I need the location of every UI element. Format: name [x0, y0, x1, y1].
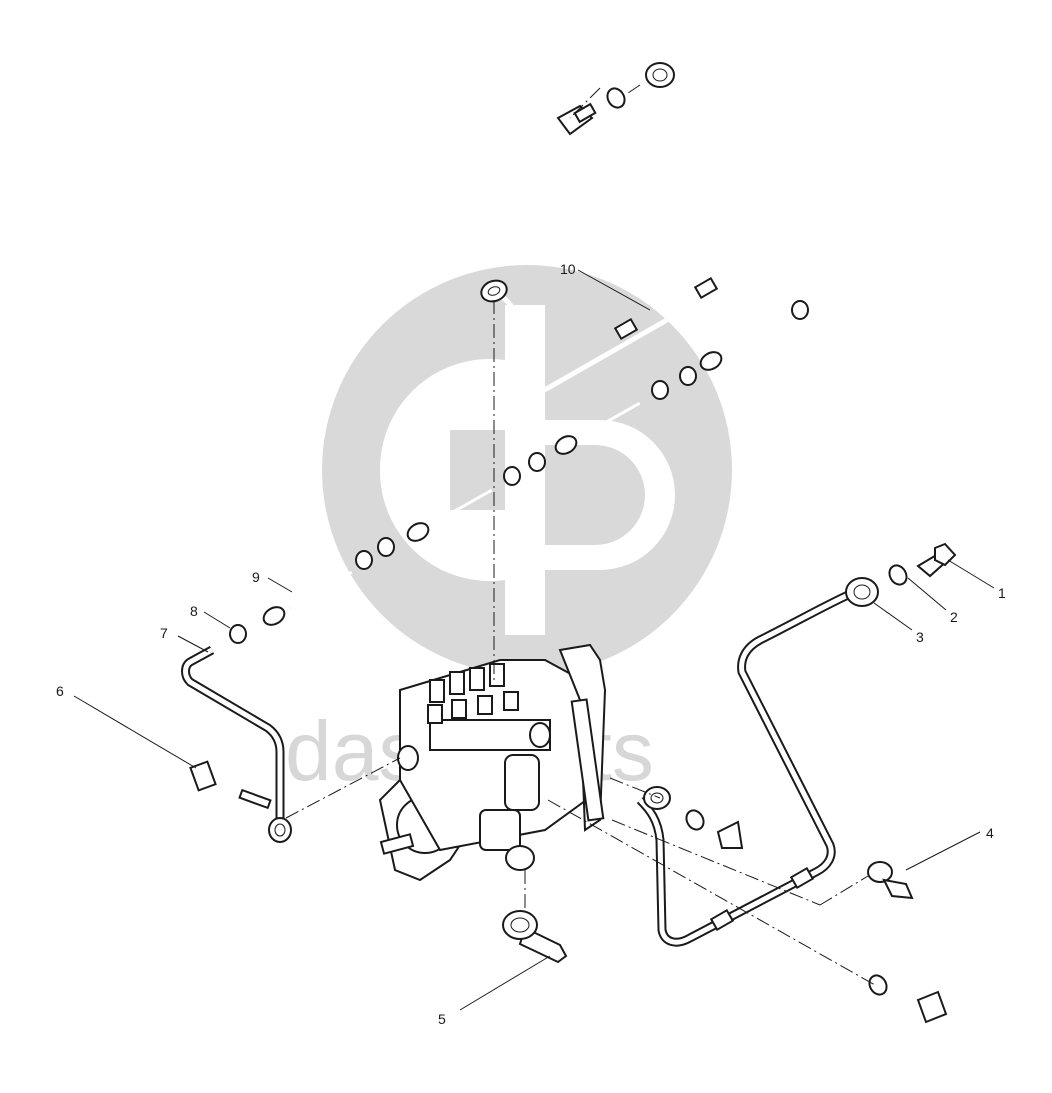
- callout-leaders: [73, 269, 995, 1011]
- callout-5: 5: [438, 1011, 446, 1027]
- part-2-washer: [888, 564, 908, 586]
- part-7-return-tube: [181, 646, 292, 843]
- part-3-delivery-tube: [636, 577, 879, 947]
- callout-8: 8: [190, 603, 198, 619]
- callout-6: 6: [56, 683, 64, 699]
- callout-2: 2: [950, 609, 958, 625]
- part-8-hose-clamps: [229, 300, 809, 644]
- lower-bolts: [685, 809, 948, 1024]
- callout-4: 4: [986, 825, 994, 841]
- part-1-banjo-bolt: [916, 542, 957, 578]
- part-9-fuel-line: [262, 316, 793, 626]
- injection-pump-body: [378, 643, 607, 882]
- part-5-banjo-fitting: [502, 910, 568, 964]
- callout-3: 3: [916, 629, 924, 645]
- watermark-logo: [322, 265, 732, 675]
- part-6-sleeve: [189, 760, 217, 792]
- callout-10: 10: [560, 261, 576, 277]
- part-10-tube-assembly: [480, 62, 735, 395]
- callout-9: 9: [252, 569, 260, 585]
- center-lines: [285, 84, 876, 986]
- callout-1: 1: [998, 585, 1006, 601]
- part-4-p-clip: [867, 861, 914, 900]
- callout-labels: 1 2 3 4 5 6 7 8 9 10: [56, 261, 1006, 1027]
- callout-7: 7: [160, 625, 168, 641]
